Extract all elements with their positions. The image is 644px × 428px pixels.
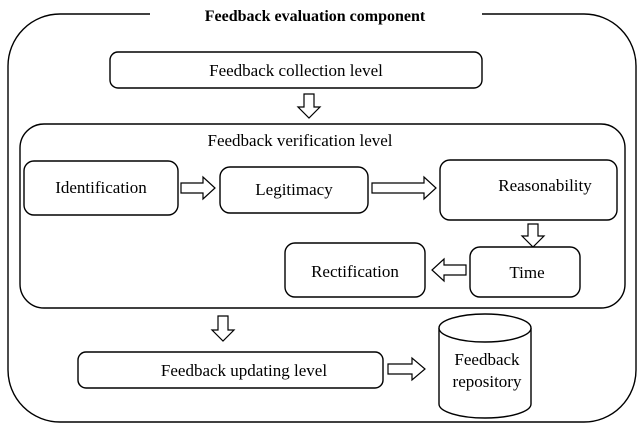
identification-label: Identification	[55, 178, 147, 197]
time-box	[469, 246, 581, 298]
reasonability-label: Reasonability	[498, 176, 592, 195]
identification-box	[23, 160, 179, 216]
rectification-box	[284, 242, 426, 298]
down-arrow-icon	[210, 315, 236, 342]
legitimacy-box	[219, 166, 369, 214]
down-arrow-icon	[520, 223, 546, 248]
time-label: Time	[509, 263, 544, 282]
updating-level-box	[77, 351, 384, 389]
reasonability-box	[439, 159, 618, 221]
repository-label-line1: Feedback	[454, 350, 520, 369]
right-arrow-icon	[180, 175, 216, 201]
updating-level-label: Feedback updating level	[161, 361, 327, 380]
legitimacy-label: Legitimacy	[255, 180, 333, 199]
collection-level-box	[109, 51, 483, 89]
down-arrow-icon	[296, 93, 322, 119]
left-arrow-icon	[431, 257, 467, 283]
rectification-label: Rectification	[311, 262, 399, 281]
component-title: Feedback evaluation component	[205, 8, 426, 25]
repository-label-line2: repository	[453, 372, 522, 391]
right-arrow-icon	[387, 356, 426, 382]
verification-level-label: Feedback verification level	[207, 131, 392, 150]
right-arrow-icon	[371, 175, 437, 201]
repository-cylinder-icon	[438, 313, 532, 419]
title-background	[150, 6, 482, 26]
collection-level-label: Feedback collection level	[209, 61, 383, 80]
